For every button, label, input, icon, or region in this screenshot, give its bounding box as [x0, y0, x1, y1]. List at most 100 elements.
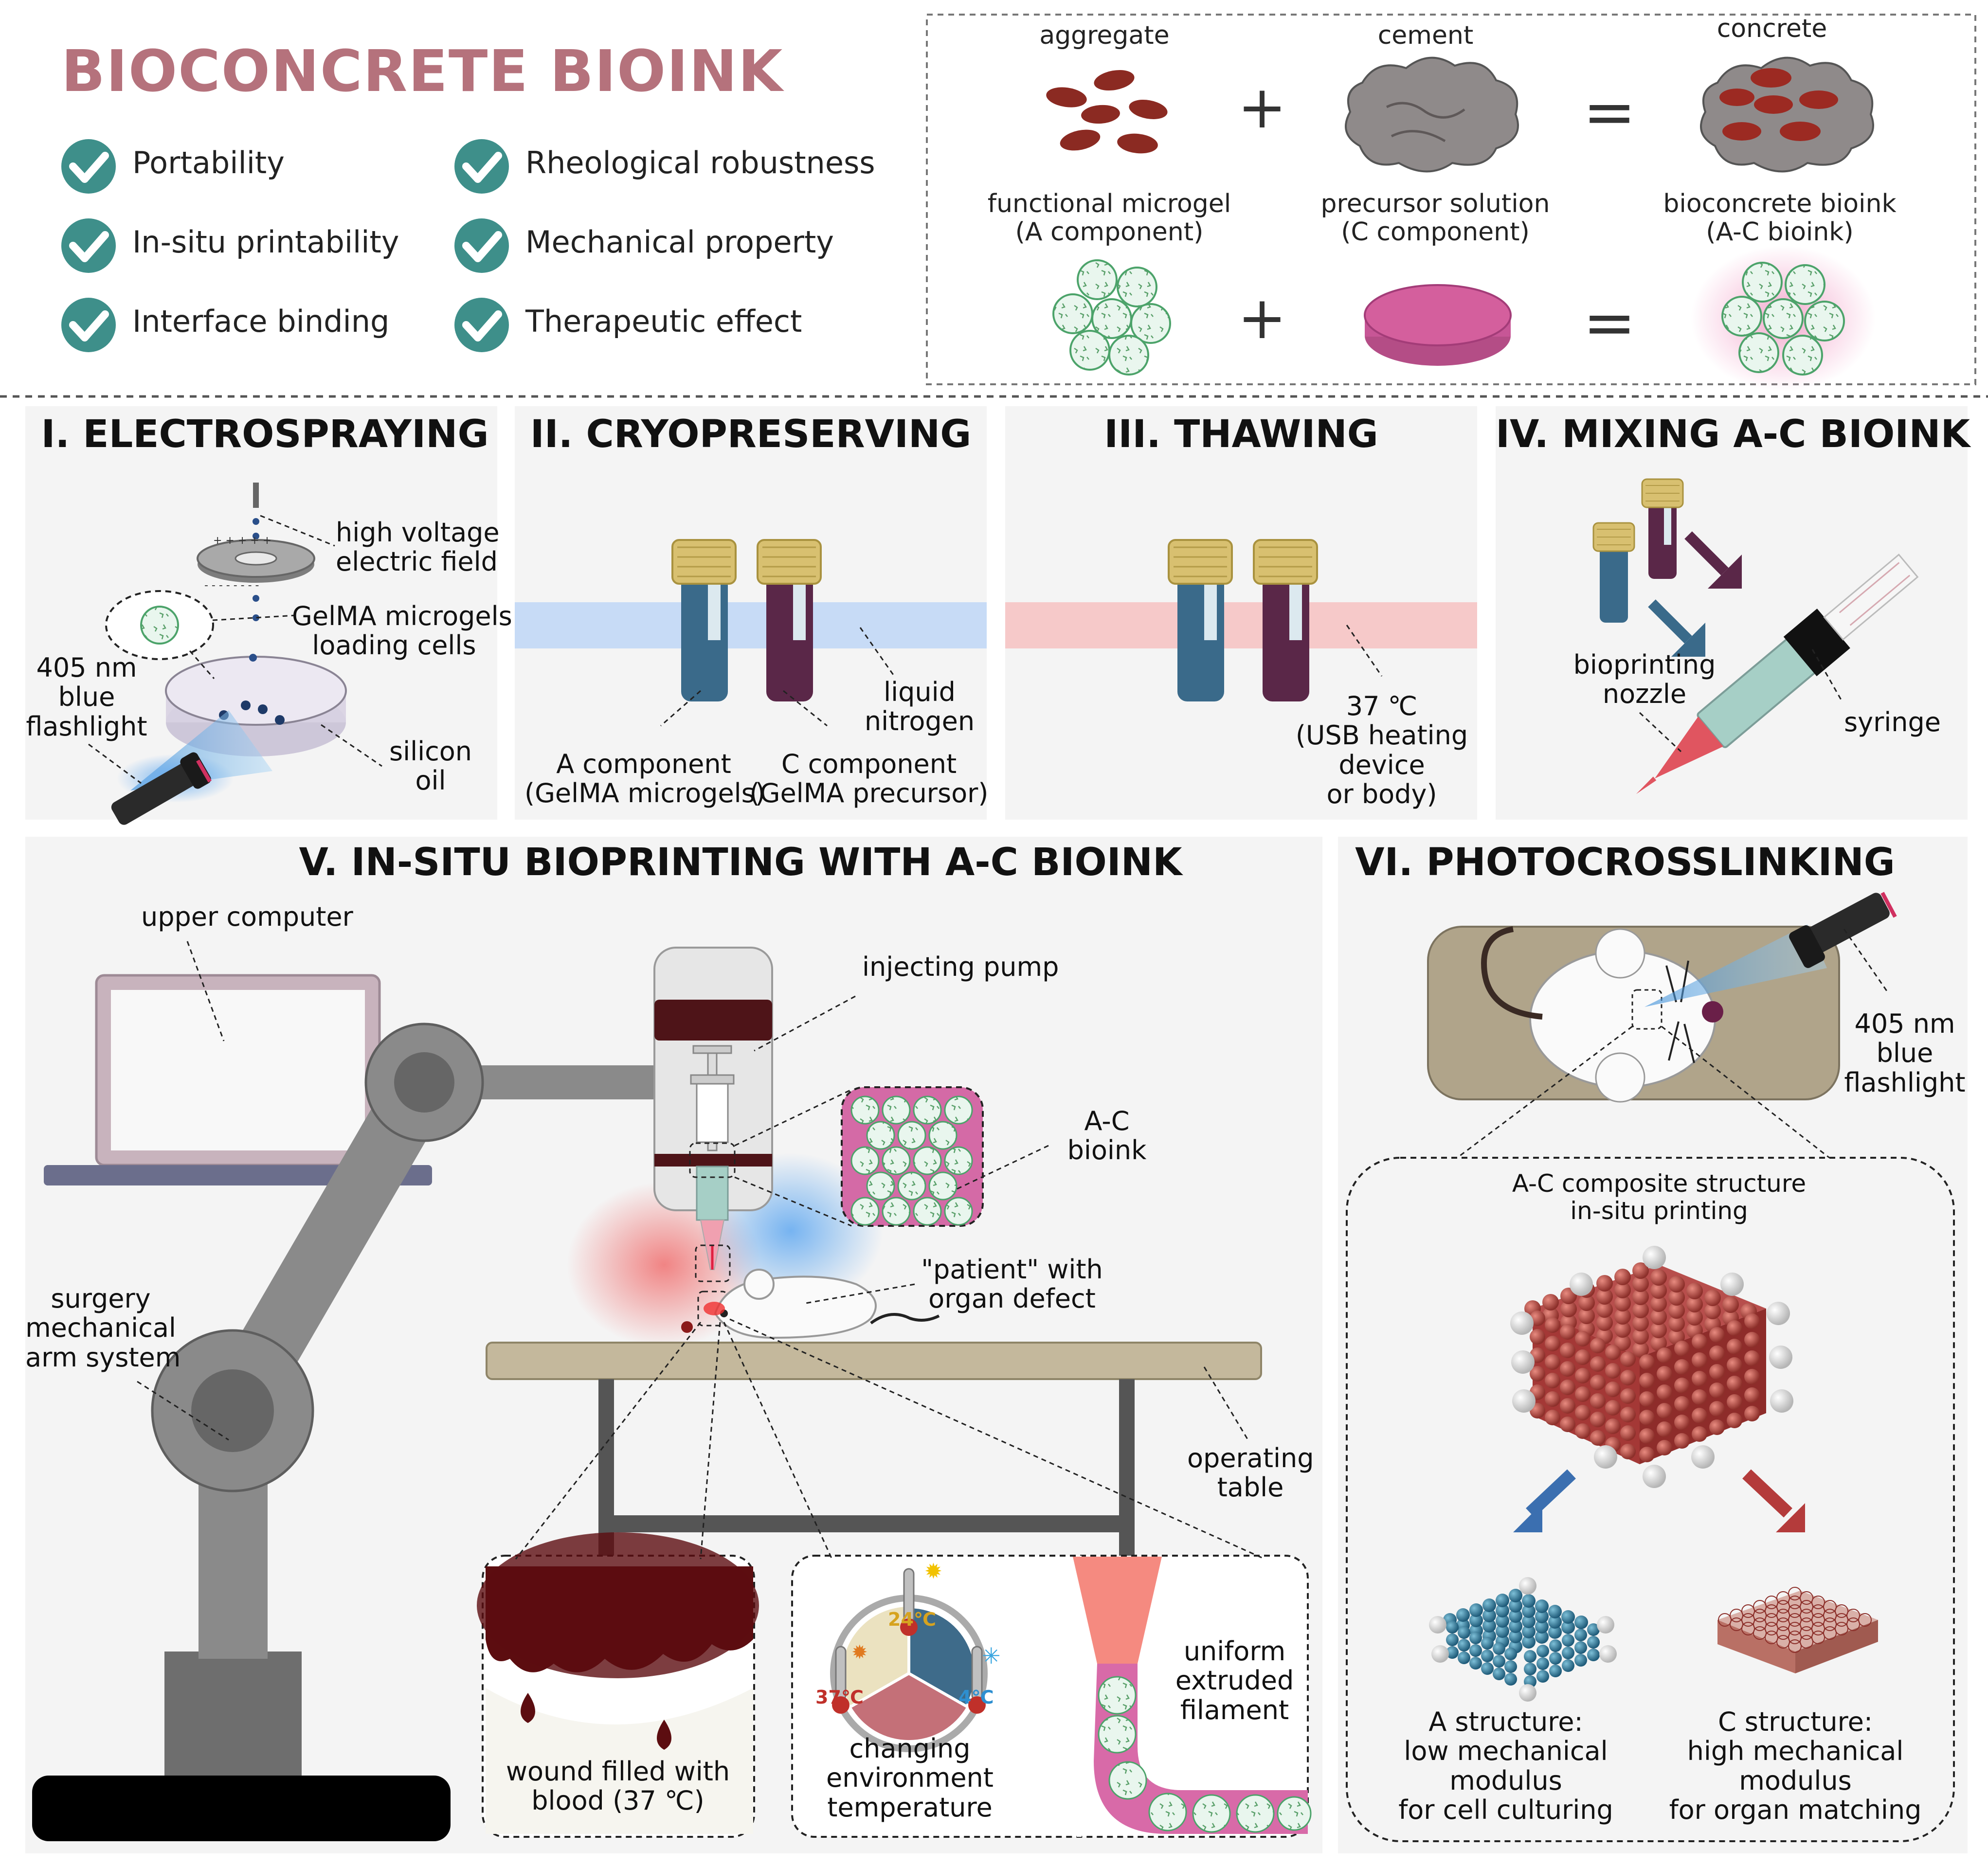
composite-sphere	[1704, 1290, 1721, 1306]
gear-icon: ✹	[851, 1641, 868, 1664]
composite-sphere	[1674, 1433, 1690, 1449]
composite-sphere	[1614, 1334, 1631, 1351]
label-functional-microgel: functional microgel(A component)	[987, 189, 1231, 247]
bioink-cluster-icon	[1691, 246, 1876, 392]
microgel-cell	[944, 1197, 973, 1226]
composite-sphere	[1668, 1289, 1685, 1306]
composite-sphere	[1650, 1322, 1667, 1338]
label-injecting-pump: injecting pump	[862, 951, 1059, 982]
c-mesh-cell	[1765, 1631, 1778, 1644]
composite-sphere	[1650, 1295, 1667, 1312]
composite-sphere	[1590, 1412, 1606, 1427]
composite-sphere	[1575, 1386, 1590, 1402]
composite-sphere	[1575, 1423, 1590, 1439]
a-sphere	[1574, 1641, 1587, 1654]
composite-sphere	[1657, 1366, 1672, 1382]
microgel-cell	[944, 1095, 973, 1125]
check-item-interface-binding: Interface binding	[132, 304, 390, 339]
a-sphere	[1481, 1662, 1494, 1675]
composite-sphere	[1632, 1315, 1649, 1331]
operating-board-icon	[1427, 924, 1840, 1103]
panel-title-electrospraying: I. ELECTROSPRAYING	[41, 413, 489, 456]
microgel-cell	[850, 1095, 880, 1125]
composite-sphere	[1545, 1317, 1560, 1333]
composite-sphere	[1632, 1302, 1649, 1318]
c-mesh-cell	[1718, 1613, 1732, 1627]
panel-title-mixing: IV. MIXING A-C BIOINK	[1496, 413, 1970, 456]
grey-sphere	[1767, 1302, 1790, 1325]
a-sphere	[1561, 1610, 1575, 1624]
a-sphere	[1536, 1657, 1549, 1670]
mouse-icon	[681, 1269, 940, 1339]
composite-sphere	[1709, 1346, 1725, 1361]
annotation-leaders	[1639, 649, 1843, 753]
composite-sphere	[1709, 1327, 1725, 1343]
grey-sphere	[1643, 1465, 1666, 1488]
c-mesh-cell	[1741, 1622, 1755, 1635]
vial-c-icon	[1253, 539, 1318, 701]
svg-text:- - - - - - - -: - - - - - - - -	[204, 579, 259, 592]
a-sphere	[1535, 1599, 1549, 1613]
a-sphere	[1587, 1649, 1600, 1661]
microgel-cell	[913, 1197, 942, 1226]
composite-sphere	[1674, 1378, 1690, 1393]
grey-sphere	[1429, 1616, 1446, 1634]
composite-sphere	[1596, 1288, 1613, 1305]
composite-sphere	[1560, 1301, 1577, 1317]
flashlight-icon	[111, 710, 272, 825]
a-sphere	[1509, 1619, 1522, 1633]
a-sphere	[1574, 1629, 1587, 1641]
c-mesh-cell	[1835, 1622, 1848, 1635]
grey-sphere	[1431, 1645, 1449, 1663]
syringe-icon	[1636, 554, 1919, 794]
c-mesh-cell	[1776, 1626, 1790, 1640]
composite-sphere	[1590, 1375, 1606, 1390]
c-mesh-cell	[1788, 1596, 1802, 1609]
c-mesh-cell	[1858, 1613, 1872, 1627]
label-c-component: C component(GelMA precursor)	[749, 749, 989, 809]
a-sphere	[1493, 1668, 1505, 1680]
microgel-inset	[105, 590, 214, 660]
label-aggregate: aggregate	[1039, 21, 1170, 50]
composite-sphere	[1722, 1296, 1739, 1313]
a-sphere	[1549, 1639, 1562, 1652]
composite-sphere	[1596, 1275, 1613, 1292]
c-mesh-cell	[1730, 1609, 1743, 1622]
grey-sphere	[1570, 1273, 1593, 1296]
composite-sphere	[1668, 1302, 1685, 1319]
panel-title-cryopreserving: II. CRYOPRESERVING	[530, 413, 972, 456]
annotation-leaders	[660, 627, 895, 727]
a-sphere	[1524, 1650, 1536, 1663]
composite-sphere	[1704, 1303, 1721, 1319]
robotic-arm-icon	[32, 1023, 662, 1841]
composite-sphere	[1692, 1334, 1707, 1349]
composite-sphere	[1614, 1308, 1631, 1325]
label-syringe: syringe	[1844, 707, 1941, 737]
a-sphere	[1562, 1647, 1574, 1659]
a-sphere	[1522, 1594, 1536, 1608]
composite-sphere	[1727, 1413, 1742, 1428]
c-mesh-cell	[1753, 1609, 1767, 1622]
a-sphere	[1458, 1626, 1470, 1639]
composite-sphere	[1668, 1276, 1685, 1293]
a-sphere	[1548, 1625, 1562, 1639]
annotation-leaders	[137, 941, 1265, 1560]
check-item-in-situ-printability: In-situ printability	[132, 224, 399, 260]
a-sphere	[1493, 1642, 1505, 1655]
c-structure-icon	[1717, 1587, 1878, 1673]
a-sphere	[1446, 1646, 1459, 1659]
composite-sphere	[1744, 1350, 1760, 1366]
c-mesh-cell	[1753, 1600, 1767, 1614]
composite-sphere	[1709, 1401, 1725, 1417]
a-sphere	[1469, 1632, 1482, 1644]
c-mesh-cell	[1846, 1609, 1860, 1622]
a-sphere	[1482, 1619, 1496, 1633]
composite-sphere	[1596, 1314, 1613, 1331]
plus-sign: +	[1238, 74, 1287, 142]
small-vial-a-icon	[1592, 522, 1635, 623]
ring-electrode-icon: + + + + + - - - - - - - -	[197, 535, 315, 592]
